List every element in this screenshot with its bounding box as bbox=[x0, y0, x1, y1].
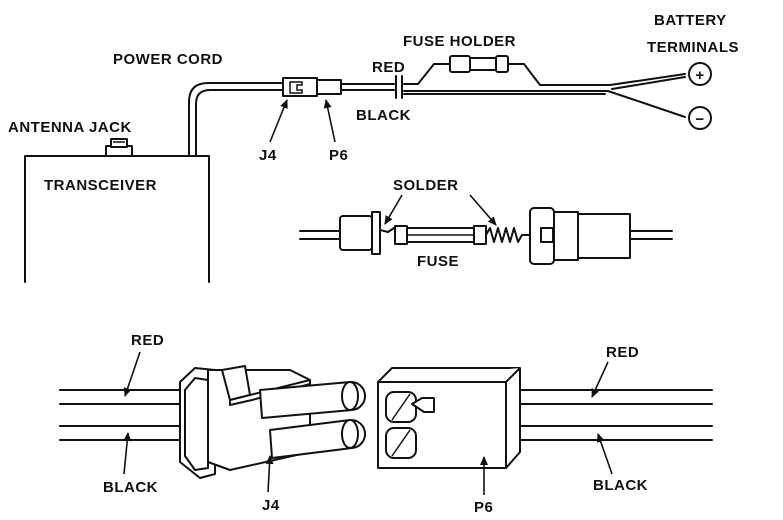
arrow-solder-left bbox=[384, 194, 403, 225]
cord-wires-to-break bbox=[340, 75, 403, 99]
label-p6-bottom: P6 bbox=[474, 499, 493, 516]
plus-symbol: + bbox=[695, 67, 704, 84]
bottom-right-wires bbox=[519, 389, 713, 441]
label-p6-top: P6 bbox=[329, 147, 348, 164]
arrow-red-left bbox=[123, 351, 141, 397]
label-red-top: RED bbox=[372, 59, 405, 76]
arrow-p6-top bbox=[323, 99, 336, 143]
label-red-left: RED bbox=[131, 332, 164, 349]
battery-terminal-positive: + bbox=[688, 62, 712, 86]
label-transceiver: TRANSCEIVER bbox=[44, 177, 157, 194]
arrow-black-left bbox=[123, 432, 132, 475]
label-black-top: BLACK bbox=[356, 107, 411, 124]
bottom-left-wires bbox=[59, 389, 189, 441]
label-j4-top: J4 bbox=[259, 147, 277, 164]
battery-leads bbox=[403, 63, 686, 118]
arrow-red-right bbox=[591, 361, 609, 398]
fuse-holder bbox=[449, 55, 509, 73]
label-j4-bottom: J4 bbox=[262, 497, 280, 514]
label-fuse: FUSE bbox=[417, 253, 459, 270]
label-battery: BATTERY bbox=[654, 12, 727, 29]
antenna-jack-connector bbox=[105, 138, 133, 157]
label-black-right: BLACK bbox=[593, 477, 648, 494]
label-solder: SOLDER bbox=[393, 177, 459, 194]
arrow-solder-right bbox=[469, 194, 497, 226]
battery-terminal-negative: − bbox=[688, 106, 712, 130]
label-black-left: BLACK bbox=[103, 479, 158, 496]
power-cord bbox=[188, 82, 284, 157]
label-fuse-holder: FUSE HOLDER bbox=[403, 33, 516, 50]
label-antenna-jack: ANTENNA JACK bbox=[8, 119, 132, 136]
p6-connector-detail bbox=[377, 367, 521, 469]
arrow-j4-bottom bbox=[265, 455, 274, 493]
j4-connector-detail bbox=[179, 365, 367, 479]
inline-connector-j4-p6 bbox=[282, 77, 342, 97]
label-terminals: TERMINALS bbox=[647, 39, 739, 56]
transceiver-unit bbox=[24, 138, 210, 283]
arrow-black-right bbox=[596, 433, 613, 475]
fuse-detail bbox=[299, 207, 673, 265]
arrow-j4-top bbox=[269, 99, 288, 143]
minus-symbol: − bbox=[695, 111, 704, 128]
label-power-cord: POWER CORD bbox=[113, 51, 223, 68]
label-red-right: RED bbox=[606, 344, 639, 361]
